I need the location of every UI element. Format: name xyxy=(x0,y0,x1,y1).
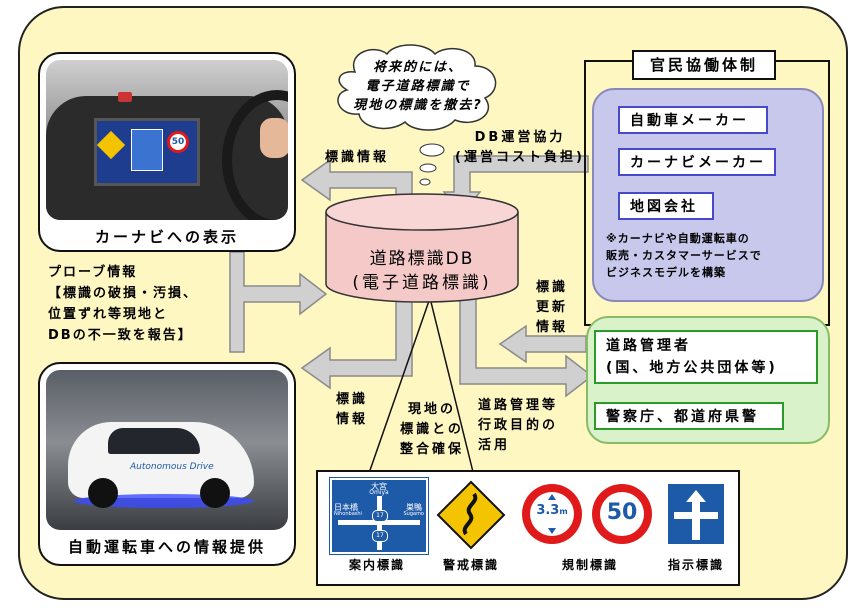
arrow-to-autonomous xyxy=(300,289,413,390)
nav-speed-sign: 50 xyxy=(167,131,189,153)
warning-sign xyxy=(436,480,506,550)
height-limit-value: 3.3m xyxy=(530,503,574,518)
car-text: Autonomous Drive xyxy=(130,462,214,472)
carnav-caption: カーナビへの表示 xyxy=(94,228,239,246)
database-cylinder xyxy=(325,193,519,303)
nav-screen: 50 xyxy=(94,118,200,186)
link-line-right xyxy=(429,297,475,477)
label-site-match: 現地の 標識との 整合確保 xyxy=(399,402,464,457)
cloud-text: 将来的には、 電子道路標識で 現地の標識を撤去? xyxy=(353,60,483,113)
label-probe: プローブ情報 【標識の破損・汚損、 位置ずれ等現地と DBの不一致を報告】 xyxy=(48,265,199,343)
partner-carnav-maker: カーナビメーカー xyxy=(618,148,776,176)
hand xyxy=(260,118,288,158)
car-window xyxy=(108,428,200,454)
thought-bubble-3 xyxy=(419,178,431,186)
hazard-button xyxy=(118,92,132,102)
guide-top-jp: 大宮 xyxy=(371,482,387,491)
db-title: 道路標識DB xyxy=(369,249,475,269)
guide-right-en: Sugamo xyxy=(403,511,424,517)
guide-top-en: Omiya xyxy=(369,489,389,496)
thought-bubble-1 xyxy=(419,143,445,157)
partnership-title: 官民協働体制 xyxy=(632,50,776,80)
steering-wheel xyxy=(222,90,288,220)
label-db-coop: DB運営協力 (運営コスト負担) xyxy=(455,130,585,165)
partner-note: ※カーナビや自動運転車の 販売・カスタマーサービスで ビジネスモデルを構築 xyxy=(606,232,762,279)
guide-route: 17 xyxy=(372,530,388,542)
arrow-update xyxy=(498,324,587,364)
autonomous-photo: Autonomous Drive xyxy=(46,370,288,530)
speed-limit-sign xyxy=(592,484,652,544)
nav-warning-sign xyxy=(96,130,126,160)
arrow-to-admin xyxy=(459,287,594,398)
car-wheel-rear xyxy=(200,478,230,508)
guide-right-jp: 巣鴨 xyxy=(406,503,422,512)
carnav-photo: 50 xyxy=(46,60,288,220)
height-unit: m xyxy=(559,507,568,516)
instruction-sign xyxy=(666,482,726,546)
partner-automaker: 自動車メーカー xyxy=(618,106,768,134)
guide-sign: 大宮 Omiya 日本橋 Nihonbashi 巣鴨 Sugamo 17 17 xyxy=(329,477,429,555)
label-admin-use: 道路管理等 行政目的の 活用 xyxy=(478,398,559,453)
carnav-panel: 50 カーナビへの表示 xyxy=(38,52,296,252)
arrow-probe xyxy=(229,251,328,353)
partner-map-company: 地図会社 xyxy=(618,192,714,220)
warning-sign-label: 警戒標識 xyxy=(442,558,499,572)
car-wheel-front xyxy=(88,478,118,508)
autonomous-panel: Autonomous Drive 自動運転車への情報提供 xyxy=(38,362,296,566)
label-sign-info-top: 標識情報 xyxy=(324,150,389,165)
admin-road-manager: 道路管理者 (国、地方公共団体等) xyxy=(594,330,818,384)
height-number: 3.3 xyxy=(536,503,560,518)
autonomous-caption: 自動運転車への情報提供 xyxy=(67,538,266,556)
link-line-left xyxy=(367,297,431,477)
guide-arrow-horizontal xyxy=(338,520,420,525)
regulatory-sign-label: 規制標識 xyxy=(561,558,618,572)
thought-cloud xyxy=(337,44,497,131)
height-limit-sign xyxy=(522,484,582,544)
guide-route-top: 17 xyxy=(372,510,388,522)
label-sign-info-bottom: 標識 情報 xyxy=(335,392,368,427)
instruction-sign-label: 指示標識 xyxy=(667,558,724,572)
label-sign-update: 標識 更新 情報 xyxy=(535,280,568,335)
guide-left-en: Nihonbashi xyxy=(334,511,362,517)
speed-limit-value: 50 xyxy=(606,500,638,525)
db-subtitle: (電子道路標識) xyxy=(352,273,492,293)
admin-police: 警察庁、都道府県警 xyxy=(594,402,784,430)
guide-left-jp: 日本橋 xyxy=(334,503,358,512)
thought-bubble-2 xyxy=(419,163,437,173)
nav-guide-sign xyxy=(131,129,163,171)
guide-sign-label: 案内標識 xyxy=(348,558,405,572)
